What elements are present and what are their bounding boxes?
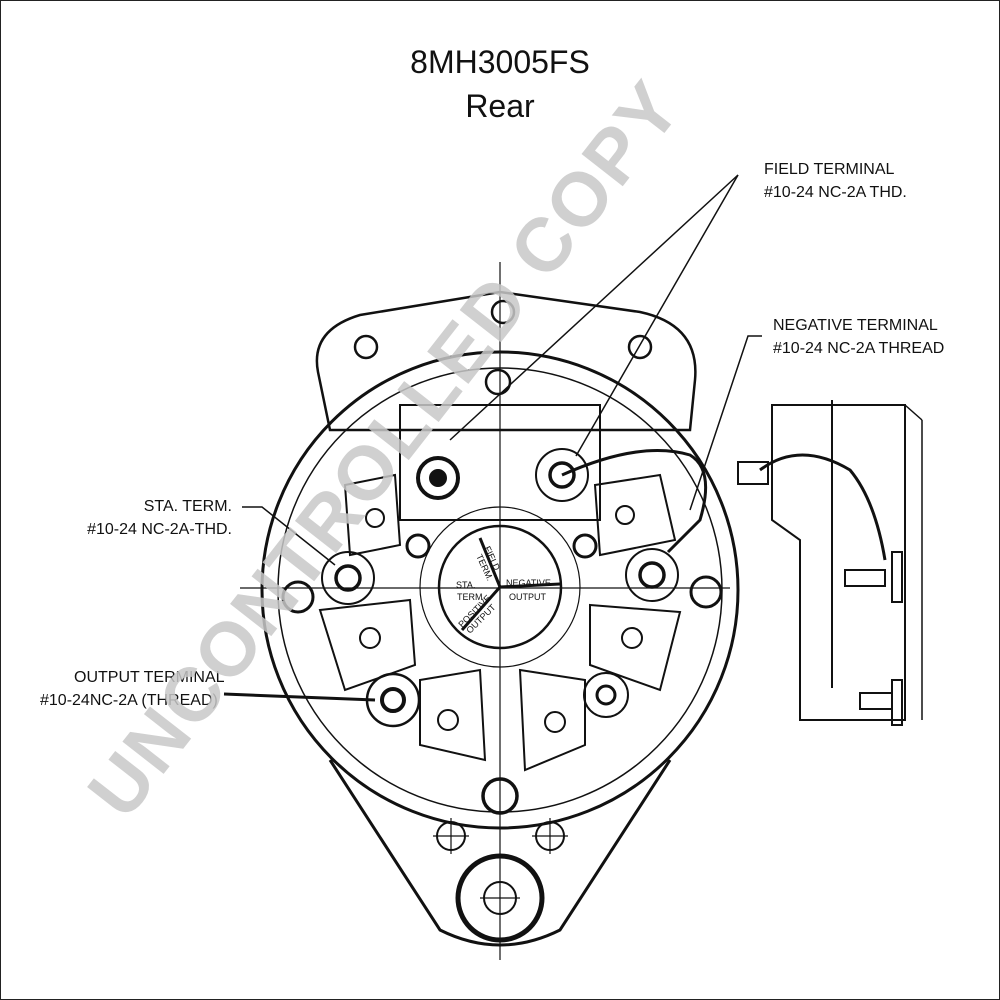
field-terminal	[535, 448, 589, 502]
cap-label-output-a: OUTPUT	[509, 592, 547, 602]
model-title: 8MH3005FS	[410, 44, 590, 80]
negative-terminal	[625, 548, 679, 602]
bottom-mounting-foot	[328, 759, 672, 947]
small-bolt-right	[572, 533, 598, 559]
housing-bolt-right	[689, 575, 723, 609]
side-view-wire	[759, 453, 887, 561]
field-lead-wire	[561, 449, 708, 554]
lower-right-terminal	[583, 672, 629, 718]
small-bolt-left	[405, 533, 431, 559]
diode-pad-upper-right	[593, 473, 677, 557]
cap-label-negative: NEGATIVE	[506, 578, 551, 588]
upper-left-terminal	[416, 456, 460, 500]
housing-outer	[260, 350, 740, 830]
ear-bolt-left	[353, 334, 379, 360]
top-mounting-ear	[315, 290, 697, 432]
diode-pad-lower-right	[518, 668, 586, 772]
housing-bolt-left	[281, 580, 315, 614]
ear-bolt-right	[627, 334, 653, 360]
side-view-bolt-upper	[844, 569, 886, 587]
diode-pad-left	[318, 598, 417, 692]
cap-ring	[419, 506, 581, 668]
top-housing-bolt	[484, 368, 512, 396]
rectifier-plate	[399, 404, 601, 521]
sta-leader	[242, 506, 336, 566]
diode-pad-lower-left	[419, 668, 487, 762]
ear-bolt-center	[490, 299, 516, 325]
diode-pad-upper-left	[343, 473, 402, 557]
output-terminal-callout: OUTPUT TERMINAL #10-24NC-2A (THREAD)	[40, 669, 225, 709]
center-bearing-cap	[437, 524, 563, 650]
cap-label-sta: STA.	[456, 580, 475, 590]
field-leader-b	[449, 174, 739, 441]
housing-bolt-bottom	[481, 777, 519, 815]
pivot-bushing-outer	[455, 853, 545, 943]
output-leader	[223, 692, 376, 702]
cap-label-term-b: TERM	[457, 592, 483, 602]
field-terminal-callout: FIELD TERMINAL #10-24 NC-2A THD.	[764, 161, 907, 201]
sta-terminal	[321, 551, 375, 605]
view-subtitle: Rear	[465, 88, 535, 124]
negative-leader	[689, 335, 762, 511]
diode-pad-right	[589, 603, 682, 692]
field-leader-a	[575, 174, 739, 457]
side-view-stud	[737, 461, 769, 485]
negative-terminal-callout: NEGATIVE TERMINAL #10-24 NC-2A THREAD	[773, 317, 945, 357]
sta-terminal-callout: STA. TERM. #10-24 NC-2A-THD.	[87, 498, 232, 538]
